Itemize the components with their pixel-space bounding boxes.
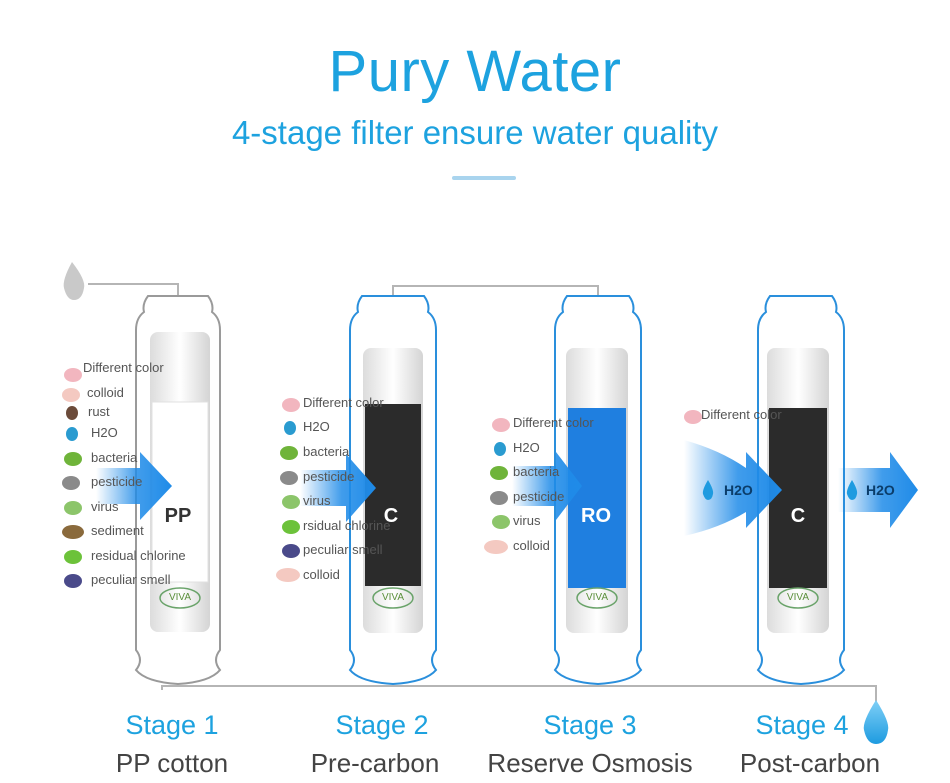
pesticide-icon — [280, 471, 298, 485]
contaminant-label: H2O — [513, 440, 540, 455]
color-icon — [492, 418, 510, 432]
contaminant-label: colloid — [513, 538, 550, 553]
stage-3-name: Reserve Osmosis — [487, 748, 693, 778]
virus-icon — [492, 515, 510, 529]
cartridge-stage-3 — [566, 348, 628, 633]
housing-stage-4 — [756, 295, 846, 686]
contaminant-label: Different color — [83, 360, 164, 375]
contaminant-label: peculiar smell — [91, 572, 171, 587]
brand-logo-stage-3 — [576, 587, 618, 609]
contaminant-label: virus — [91, 499, 119, 514]
colloid-icon — [276, 568, 300, 582]
bacteria-icon — [280, 446, 298, 460]
sediment-icon — [62, 525, 84, 539]
contaminant-label: rsidual chlorine — [303, 518, 391, 533]
water-drop-icon-blue — [863, 700, 889, 744]
brand-text-stage-4: VIVA — [786, 592, 810, 603]
contaminant-label: residual chlorine — [91, 548, 186, 563]
brand-text-stage-1: VIVA — [168, 592, 192, 603]
piping — [88, 283, 877, 712]
colloid-icon — [62, 388, 80, 402]
brand-text-stage-2: VIVA — [381, 592, 405, 603]
contaminant-label: H2O — [91, 425, 118, 440]
housing-stage-1 — [134, 295, 222, 686]
cartridge-label-stage-4: C — [790, 505, 806, 527]
h2o-drop-icon-right — [846, 480, 858, 500]
brand-logo-stage-1 — [159, 587, 201, 609]
contaminant-label: bacteria — [303, 444, 350, 459]
h2o-drop-icon-left — [702, 480, 714, 500]
smell-icon — [282, 544, 300, 558]
bacteria-icon — [64, 452, 82, 466]
stage-3-title: Stage 3 — [543, 710, 637, 740]
stage-4-name: Post-carbon — [739, 748, 881, 778]
pesticide-icon — [490, 491, 508, 505]
chlorine-icon — [64, 550, 82, 564]
cartridge-stage-2 — [363, 348, 423, 633]
colloid-icon — [484, 540, 508, 554]
cartridge-stage-4 — [767, 348, 829, 633]
stage-1-name: PP cotton — [115, 748, 229, 778]
brand-logo-stage-2 — [372, 587, 414, 609]
h2o-output-label: H2O — [866, 482, 895, 498]
contaminant-label: pesticide — [513, 489, 565, 504]
contaminant-label: Different color — [513, 415, 594, 430]
stage-2-name: Pre-carbon — [310, 748, 440, 778]
h2o-icon — [284, 421, 296, 435]
color-icon — [282, 398, 300, 412]
contaminant-label: rust — [88, 404, 110, 419]
contaminant-label: bacteria — [513, 464, 560, 479]
housing-stage-3 — [553, 295, 643, 686]
cartridge-label-stage-2: C — [383, 505, 399, 527]
flow-arrow-stage-2 — [300, 454, 376, 522]
contaminant-label: Different color — [303, 395, 384, 410]
brand-text-stage-3: VIVA — [585, 592, 609, 603]
color-icon — [684, 410, 702, 424]
virus-icon — [282, 495, 300, 509]
h2o-input-label: H2O — [724, 482, 753, 498]
title-divider — [452, 176, 516, 180]
cartridge-label-stage-3: RO — [581, 505, 611, 527]
h2o-icon — [494, 442, 506, 456]
flow-arrow-stage-4-out — [838, 452, 918, 528]
rust-icon — [66, 406, 78, 420]
contaminant-label: virus — [513, 513, 541, 528]
page-subtitle: 4-stage filter ensure water quality — [231, 114, 719, 151]
contaminant-label: sediment — [91, 523, 144, 538]
contaminant-label: pesticide — [303, 469, 355, 484]
pesticide-icon — [62, 476, 80, 490]
contaminant-label: colloid — [303, 567, 340, 582]
bacteria-icon — [490, 466, 508, 480]
contaminant-label: colloid — [87, 385, 124, 400]
page-title: Pury Water — [328, 39, 622, 104]
color-icon — [64, 368, 82, 382]
cartridge-label-stage-1: PP — [164, 505, 192, 527]
virus-icon — [64, 501, 82, 515]
contaminant-label: virus — [303, 493, 331, 508]
water-drop-icon-gray — [63, 262, 85, 300]
contaminant-label: pesticide — [91, 474, 143, 489]
stage-2-title: Stage 2 — [335, 710, 429, 740]
stage-4-title: Stage 4 — [755, 710, 849, 740]
flow-arrow-stage-3 — [512, 452, 582, 520]
flow-arrow-stage-4-in — [684, 440, 782, 536]
flow-arrow-stage-1 — [96, 452, 172, 520]
housing-stage-2 — [348, 295, 438, 686]
contaminant-label: bacteria — [91, 450, 138, 465]
smell-icon — [64, 574, 82, 588]
h2o-icon — [66, 427, 78, 441]
contaminant-label: H2O — [303, 419, 330, 434]
chlorine-icon — [282, 520, 300, 534]
brand-logo-stage-4 — [777, 587, 819, 609]
contaminant-label: Different color — [701, 407, 782, 422]
stage-1-title: Stage 1 — [125, 710, 219, 740]
contaminant-label: peculiar smell — [303, 542, 383, 557]
